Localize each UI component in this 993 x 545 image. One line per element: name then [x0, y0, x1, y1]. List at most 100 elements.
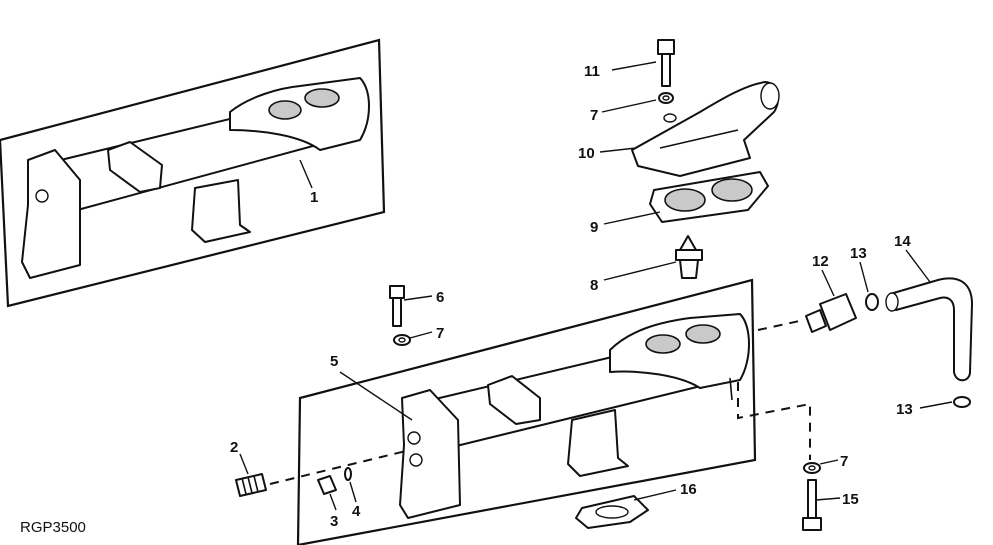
- bolt-11-head: [657, 39, 675, 55]
- lower-left-port-upper: [407, 431, 421, 445]
- part-13-oring-lower: [919, 396, 971, 409]
- part-15-bolt: [802, 479, 841, 531]
- dashline-bolt-to-manifold: [737, 382, 811, 460]
- bolt-15-shank: [807, 479, 817, 521]
- part-2-plug: [235, 453, 267, 497]
- lower-middle-leg: [567, 409, 629, 477]
- part-16-gasket: [575, 489, 677, 529]
- hose-14-end: [885, 292, 899, 312]
- callout-6: 6: [436, 289, 444, 306]
- hose-14-body: [889, 277, 973, 382]
- bolt-6-head: [389, 285, 405, 299]
- fitting-12-hex: [819, 293, 857, 331]
- lower-manifold-assembly: [296, 278, 757, 545]
- callout-15: 15: [842, 491, 859, 508]
- callout-7-lower: 7: [840, 453, 848, 470]
- fitting-12-thread: [805, 309, 827, 333]
- callout-12: 12: [812, 253, 829, 270]
- dashline-fitting-to-manifold: [757, 319, 805, 331]
- lower-right-stub: [729, 377, 733, 401]
- leader-15: [815, 497, 841, 501]
- outlet-elbow-opening: [760, 82, 780, 110]
- upper-left-port: [35, 189, 49, 203]
- thermostat-8-tip: [679, 235, 697, 251]
- leader-11: [611, 61, 657, 71]
- callout-13-upper: 13: [850, 245, 867, 262]
- outlet-elbow-bolt-hole: [663, 113, 677, 123]
- leader-8: [603, 261, 677, 281]
- part-10-outlet-elbow: [599, 81, 780, 177]
- bolt-15-head: [802, 517, 822, 531]
- leader-3: [329, 493, 337, 511]
- plug-2-body: [235, 473, 267, 497]
- leader-9: [603, 211, 661, 225]
- leader-10: [599, 147, 637, 153]
- callout-14: 14: [894, 233, 911, 250]
- washer-7-middle-hole: [398, 337, 406, 343]
- leader-2: [239, 453, 249, 475]
- lower-port-screen-right: [685, 324, 721, 344]
- thermostat-8-body: [679, 259, 699, 279]
- leader-13a: [859, 261, 869, 293]
- callout-2: 2: [230, 439, 238, 456]
- upper-manifold-assembly: [0, 38, 386, 308]
- washer-7-lower-hole: [808, 465, 816, 471]
- gasket-9-port-left: [664, 188, 706, 212]
- gasket-9-port-right: [711, 178, 753, 202]
- leader-14: [905, 249, 931, 283]
- leader-13b: [919, 401, 953, 409]
- callout-13-lower: 13: [896, 401, 913, 418]
- oring-4: [344, 467, 352, 481]
- part-7-washer-middle: [393, 331, 433, 346]
- part-3-fitting: [317, 475, 337, 511]
- lower-left-port-lower: [409, 453, 423, 467]
- outlet-elbow-flange-line: [659, 129, 739, 149]
- upper-mount-lug: [107, 141, 163, 193]
- outlet-elbow-body: [631, 81, 780, 177]
- fitting-3-body: [317, 475, 337, 495]
- callout-16: 16: [680, 481, 697, 498]
- leader-12: [821, 269, 835, 297]
- part-7-washer-top: [601, 92, 674, 113]
- part-14-hose: [885, 249, 973, 382]
- part-9-gasket: [603, 171, 769, 225]
- lower-mount-lug: [487, 375, 541, 425]
- callout-1: 1: [310, 189, 318, 206]
- leader-1: [299, 159, 313, 189]
- leader-7b: [409, 331, 433, 339]
- leader-6: [403, 295, 433, 301]
- leader-16: [633, 489, 677, 501]
- part-4-oring: [344, 467, 357, 503]
- washer-7-top-hole: [662, 95, 670, 101]
- part-11-bolt: [611, 39, 675, 87]
- part-13-oring-upper: [859, 261, 879, 311]
- leader-7a: [601, 99, 657, 113]
- bolt-6-shank: [392, 297, 402, 327]
- oring-13-lower: [953, 396, 971, 408]
- callout-5: 5: [330, 353, 338, 370]
- oring-13-upper: [865, 293, 879, 311]
- part-6-bolt: [389, 285, 433, 327]
- callout-7-top: 7: [590, 107, 598, 124]
- figure-reference-code: RGP3500: [20, 519, 86, 536]
- callout-9: 9: [590, 219, 598, 236]
- upper-port-screen-right: [304, 88, 340, 108]
- dashline-plug-to-manifold: [269, 449, 411, 485]
- gasket-16-port: [595, 505, 629, 519]
- upper-middle-leg: [191, 179, 251, 243]
- leader-7c: [819, 459, 839, 465]
- lower-port-screen-left: [645, 334, 681, 354]
- bolt-11-shank: [661, 53, 671, 87]
- thermostat-8-flange: [675, 249, 703, 261]
- callout-3: 3: [330, 513, 338, 530]
- leader-4: [349, 481, 357, 503]
- callout-10: 10: [578, 145, 595, 162]
- callout-8: 8: [590, 277, 598, 294]
- plug-2-threads: [241, 475, 259, 495]
- part-7-washer-lower: [803, 459, 839, 474]
- leader-5: [339, 371, 413, 421]
- part-12-fitting: [805, 269, 857, 333]
- lower-left-leg: [399, 389, 461, 519]
